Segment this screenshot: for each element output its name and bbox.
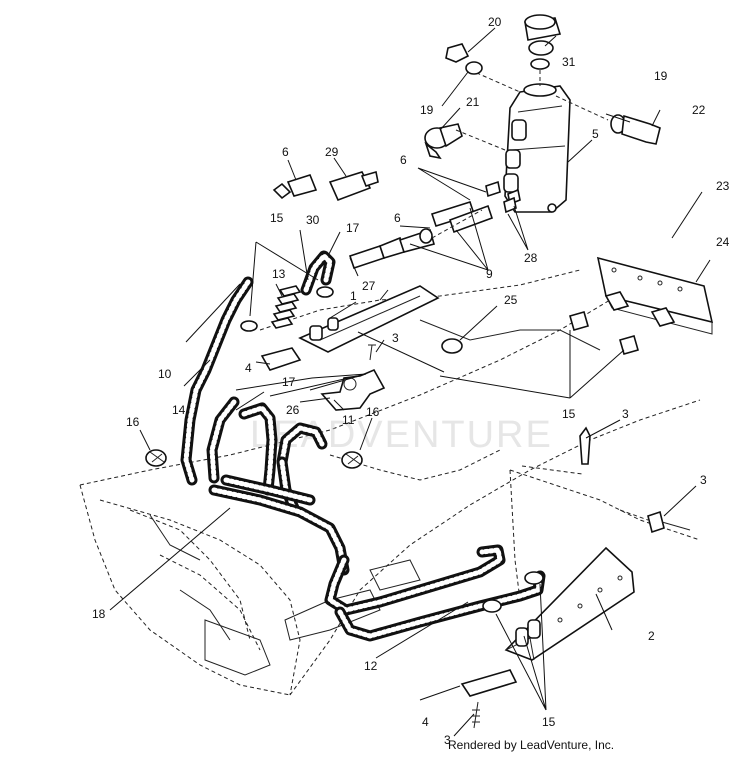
callout-16-right: 16 (366, 405, 380, 419)
callout-6-mid: 6 (400, 153, 407, 167)
callout-29: 29 (325, 145, 339, 159)
callout-9: 9 (486, 267, 493, 281)
leader-lines (109, 27, 711, 737)
bracket-2 (504, 546, 635, 661)
pipe-12 (324, 544, 546, 642)
callout-26: 26 (286, 403, 300, 417)
callout-2: 2 (648, 629, 655, 643)
callout-15-right: 15 (562, 407, 576, 421)
callout-20: 20 (488, 15, 502, 29)
spring-13 (270, 285, 302, 329)
screw-3-right-lower (647, 510, 691, 534)
clamp-15-lower-b (524, 571, 544, 585)
callout-28: 28 (524, 251, 538, 265)
callout-12: 12 (364, 659, 378, 673)
callout-10: 10 (158, 367, 172, 381)
callout-4-upper: 4 (245, 361, 252, 375)
callout-4-lower: 4 (422, 715, 429, 729)
callout-24: 24 (716, 235, 730, 249)
callout-30: 30 (306, 213, 320, 227)
bracket-4-lower (460, 669, 518, 697)
callout-27: 27 (362, 279, 376, 293)
callout-labels: 20 31 19 22 21 19 5 6 29 6 30 6 23 15 17… (92, 15, 730, 747)
callout-22: 22 (692, 103, 706, 117)
pipe-18 (208, 474, 350, 576)
render-credit: Rendered by LeadVenture, Inc. (448, 738, 615, 752)
hose-14 (206, 396, 240, 484)
callout-3-upper: 3 (392, 331, 399, 345)
mounting-plate-1 (298, 285, 440, 353)
bolt-22 (610, 114, 661, 145)
fitting-21 (424, 123, 463, 160)
screw-3-lower (472, 701, 480, 729)
clamps-right (569, 311, 639, 355)
coolant-tank (503, 83, 571, 213)
callout-31: 31 (562, 55, 576, 69)
callout-15-lower: 15 (542, 715, 556, 729)
callout-23: 23 (716, 179, 730, 193)
callout-17-mid: 17 (282, 375, 296, 389)
callout-3-right-lower: 3 (700, 473, 707, 487)
clamp-25 (441, 338, 463, 354)
fitting-27 (348, 209, 483, 270)
hose-17-upper (300, 250, 336, 296)
callout-17-upper: 17 (346, 221, 360, 235)
callout-6-top: 6 (282, 145, 289, 159)
hose-fittings-upper (272, 170, 521, 234)
callout-1: 1 (350, 289, 357, 303)
tank-cap (524, 14, 562, 70)
clamp-16-right (341, 451, 363, 469)
bracket-24 (596, 256, 714, 335)
clamp-16-left (145, 449, 167, 467)
callout-19-left: 19 (420, 103, 434, 117)
clamp-15-upper-left (240, 320, 258, 332)
callout-15-upper: 15 (270, 211, 284, 225)
callout-19-right: 19 (654, 69, 668, 83)
callout-25: 25 (504, 293, 518, 307)
bolt-20 (445, 43, 483, 75)
screw-3-right-upper (579, 426, 591, 465)
bracket-4-upper (260, 347, 302, 371)
bracket-26 (320, 368, 386, 411)
hose-10 (180, 276, 254, 486)
callout-3-right-upper: 3 (622, 407, 629, 421)
callout-3-lower: 3 (444, 733, 451, 747)
callout-5: 5 (592, 127, 599, 141)
clamp-15-upper-right (316, 286, 334, 298)
callout-16-left: 16 (126, 415, 140, 429)
callout-6-lower: 6 (394, 211, 401, 225)
callout-13: 13 (272, 267, 286, 281)
callout-18: 18 (92, 607, 106, 621)
callout-14: 14 (172, 403, 186, 417)
callout-11: 11 (342, 413, 355, 427)
callout-21: 21 (466, 95, 480, 109)
clamp-15-lower-a (482, 599, 502, 613)
